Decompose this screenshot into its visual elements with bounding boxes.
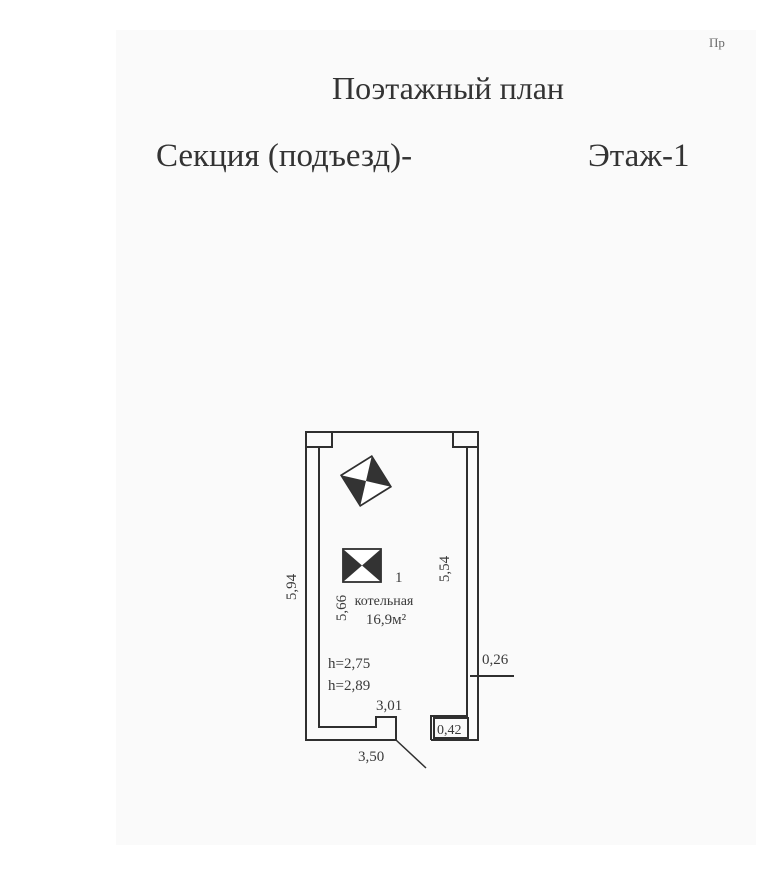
dim-wall-thickness: 0,26 — [482, 652, 509, 668]
boiler-symbol-rotated-icon — [339, 454, 393, 508]
floor-label: Этаж-1 — [588, 138, 690, 174]
boiler-symbol-icon — [342, 548, 382, 583]
room-number: 1 — [395, 570, 403, 586]
dim-inner-right: 5,54 — [437, 555, 453, 582]
corner-text: Пр — [709, 35, 725, 50]
room-name: котельная — [355, 594, 414, 609]
dim-outer-bottom: 3,50 — [358, 749, 384, 765]
column-top-left — [305, 431, 333, 448]
height-2: h=2,89 — [328, 678, 370, 694]
dim-outer-left: 5,94 — [284, 573, 300, 600]
room-area: 16,9м² — [366, 612, 407, 628]
dim-niche: 0,42 — [437, 723, 462, 738]
page-title: Поэтажный план — [331, 70, 565, 106]
dim-inner-left: 5,66 — [334, 594, 350, 621]
niche-box — [433, 717, 469, 739]
walls — [305, 431, 514, 769]
height-1: h=2,75 — [328, 656, 370, 672]
section-label: Секция (подъезд)- — [156, 138, 413, 174]
document-page — [116, 30, 756, 845]
column-top-right — [452, 431, 479, 448]
dim-inner-bottom: 3,01 — [376, 698, 402, 714]
